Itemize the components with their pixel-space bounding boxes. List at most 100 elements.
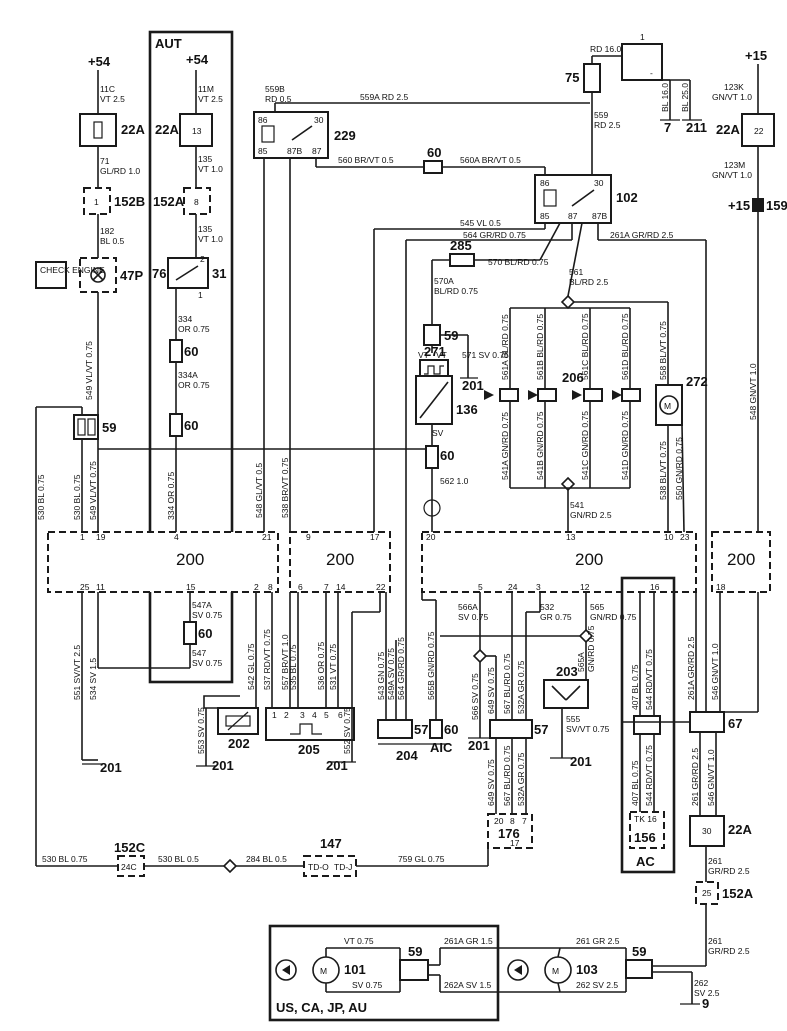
svg-text:+15: +15: [728, 198, 750, 213]
svg-text:21: 21: [262, 532, 272, 542]
connector-152a-aut: [183, 187, 211, 215]
svg-text:AIC: AIC: [430, 740, 453, 755]
svg-text:87B: 87B: [592, 211, 607, 221]
svg-text:12: 12: [580, 582, 590, 592]
svg-text:649 SV 0.75: 649 SV 0.75: [486, 759, 496, 806]
svg-text:541C GN/RD 0.75: 541C GN/RD 0.75: [580, 411, 590, 480]
svg-text:60: 60: [184, 418, 198, 433]
svg-text:284 BL 0.5: 284 BL 0.5: [246, 854, 287, 864]
svg-text:59: 59: [408, 944, 422, 959]
svg-text:7: 7: [324, 582, 329, 592]
svg-text:M: M: [552, 966, 559, 976]
svg-text:+54: +54: [186, 52, 209, 67]
svg-text:552 SV 0.75: 552 SV 0.75: [342, 707, 352, 754]
svg-text:+15: +15: [745, 48, 767, 63]
svg-text:7: 7: [522, 816, 527, 826]
svg-text:205: 205: [298, 742, 320, 757]
svg-text:549A SV 0.75: 549A SV 0.75: [386, 648, 396, 700]
svg-text:M: M: [320, 966, 327, 976]
svg-text:60: 60: [440, 448, 454, 463]
svg-text:30: 30: [314, 115, 324, 125]
svg-text:261A GR 1.5: 261A GR 1.5: [444, 936, 493, 946]
svg-text:GN/RD 2.5: GN/RD 2.5: [570, 510, 612, 520]
svg-text:86: 86: [540, 178, 550, 188]
svg-text:201: 201: [462, 378, 484, 393]
svg-text:152C: 152C: [114, 840, 146, 855]
svg-text:102: 102: [616, 190, 638, 205]
svg-text:30: 30: [594, 178, 604, 188]
svg-text:561B BL/RD 0.75: 561B BL/RD 0.75: [535, 314, 545, 380]
left-feed: +54 11C VT 2.5 22A 71 GL/RD 1.0 1 152B 1…: [35, 54, 430, 866]
svg-text:407 BL 0.75: 407 BL 0.75: [630, 664, 640, 710]
svg-text:OR 0.75: OR 0.75: [178, 324, 210, 334]
svg-text:RD 2.5: RD 2.5: [594, 120, 621, 130]
svg-text:560 BR/VT 0.5: 560 BR/VT 0.5: [338, 155, 394, 165]
svg-text:206: 206: [562, 370, 584, 385]
svg-text:GL/RD 1.0: GL/RD 1.0: [100, 166, 140, 176]
svg-text:334: 334: [178, 314, 192, 324]
svg-text:1: 1: [94, 197, 99, 207]
svg-text:22: 22: [376, 582, 386, 592]
svg-text:570A: 570A: [434, 276, 454, 286]
svg-text:558 BL/VT 0.75: 558 BL/VT 0.75: [658, 321, 668, 380]
svg-text:2: 2: [284, 710, 289, 720]
svg-text:SV 0.75: SV 0.75: [352, 980, 383, 990]
svg-text:546 GN/VT 1.0: 546 GN/VT 1.0: [710, 643, 720, 700]
svg-text:564 GR/RD 0.75: 564 GR/RD 0.75: [396, 637, 406, 700]
bottom-chain: 530 BL 0.75 24C 152C 530 BL 0.5 284 BL 0…: [36, 836, 489, 877]
svg-text:559: 559: [594, 110, 608, 120]
fuse-22a-right: [741, 113, 775, 147]
ecu-200-d: [711, 531, 771, 593]
svg-text:176: 176: [498, 826, 520, 841]
svg-text:202: 202: [228, 736, 250, 751]
connector-59-right: [625, 959, 653, 979]
svg-text:565: 565: [590, 602, 604, 612]
svg-text:22A: 22A: [155, 122, 179, 137]
svg-text:538 BL/VT 0.75: 538 BL/VT 0.75: [658, 441, 668, 500]
svg-text:261A GR/RD 2.5: 261A GR/RD 2.5: [610, 230, 674, 240]
svg-text:285: 285: [450, 238, 472, 253]
svg-text:549 VL/VT 0.75: 549 VL/VT 0.75: [88, 461, 98, 520]
svg-text:261 GR 2.5: 261 GR 2.5: [576, 936, 620, 946]
market-motors: US, CA, JP, AU M 101 VT 0.75 SV 0.75 59 …: [268, 924, 653, 1022]
svg-text:SV 0.75: SV 0.75: [192, 610, 223, 620]
connector-176: [487, 813, 533, 849]
svg-text:11C: 11C: [100, 84, 115, 94]
svg-text:1: 1: [198, 290, 203, 300]
svg-text:75: 75: [565, 70, 579, 85]
battery-1: [621, 43, 663, 81]
svg-text:BL 0.5: BL 0.5: [100, 236, 125, 246]
svg-text:182: 182: [100, 226, 114, 236]
svg-text:261: 261: [708, 936, 722, 946]
svg-text:TK 16: TK 16: [634, 814, 657, 824]
svg-text:TD-J: TD-J: [334, 862, 352, 872]
svg-text:GR/RD 2.5: GR/RD 2.5: [708, 866, 750, 876]
svg-text:548 GN/VT 1.0: 548 GN/VT 1.0: [748, 363, 758, 420]
svg-text:135: 135: [198, 224, 212, 234]
svg-text:BL 16.0: BL 16.0: [660, 83, 670, 112]
svg-text:544 RD/VT 0.75: 544 RD/VT 0.75: [644, 745, 654, 806]
svg-text:13: 13: [192, 126, 202, 136]
svg-text:22A: 22A: [728, 822, 752, 837]
svg-text:15: 15: [186, 582, 196, 592]
svg-text:18: 18: [716, 582, 726, 592]
ground-211: 211: [686, 120, 707, 135]
svg-text:562 1.0: 562 1.0: [440, 476, 469, 486]
connector-60-relay: [423, 160, 443, 174]
svg-text:22: 22: [754, 126, 764, 136]
svg-text:534 SV 1.5: 534 SV 1.5: [88, 658, 98, 700]
svg-text:547: 547: [192, 648, 206, 658]
splice-159: [752, 198, 764, 212]
svg-text:542 GL 0.75: 542 GL 0.75: [246, 643, 256, 690]
svg-text:271: 271: [424, 344, 446, 359]
svg-text:M: M: [664, 401, 671, 411]
svg-text:559A RD 2.5: 559A RD 2.5: [360, 92, 408, 102]
svg-text:6: 6: [338, 710, 343, 720]
valve-136-group: 285 570A BL/RD 0.75 59 571 SV 0.75 201 V…: [415, 238, 509, 532]
svg-text:11: 11: [96, 582, 105, 592]
fuse-22a-lower: [689, 815, 725, 847]
svg-text:136: 136: [456, 402, 478, 417]
svg-text:201: 201: [570, 754, 592, 769]
svg-text:1: 1: [640, 32, 645, 42]
svg-text:22A: 22A: [716, 122, 740, 137]
